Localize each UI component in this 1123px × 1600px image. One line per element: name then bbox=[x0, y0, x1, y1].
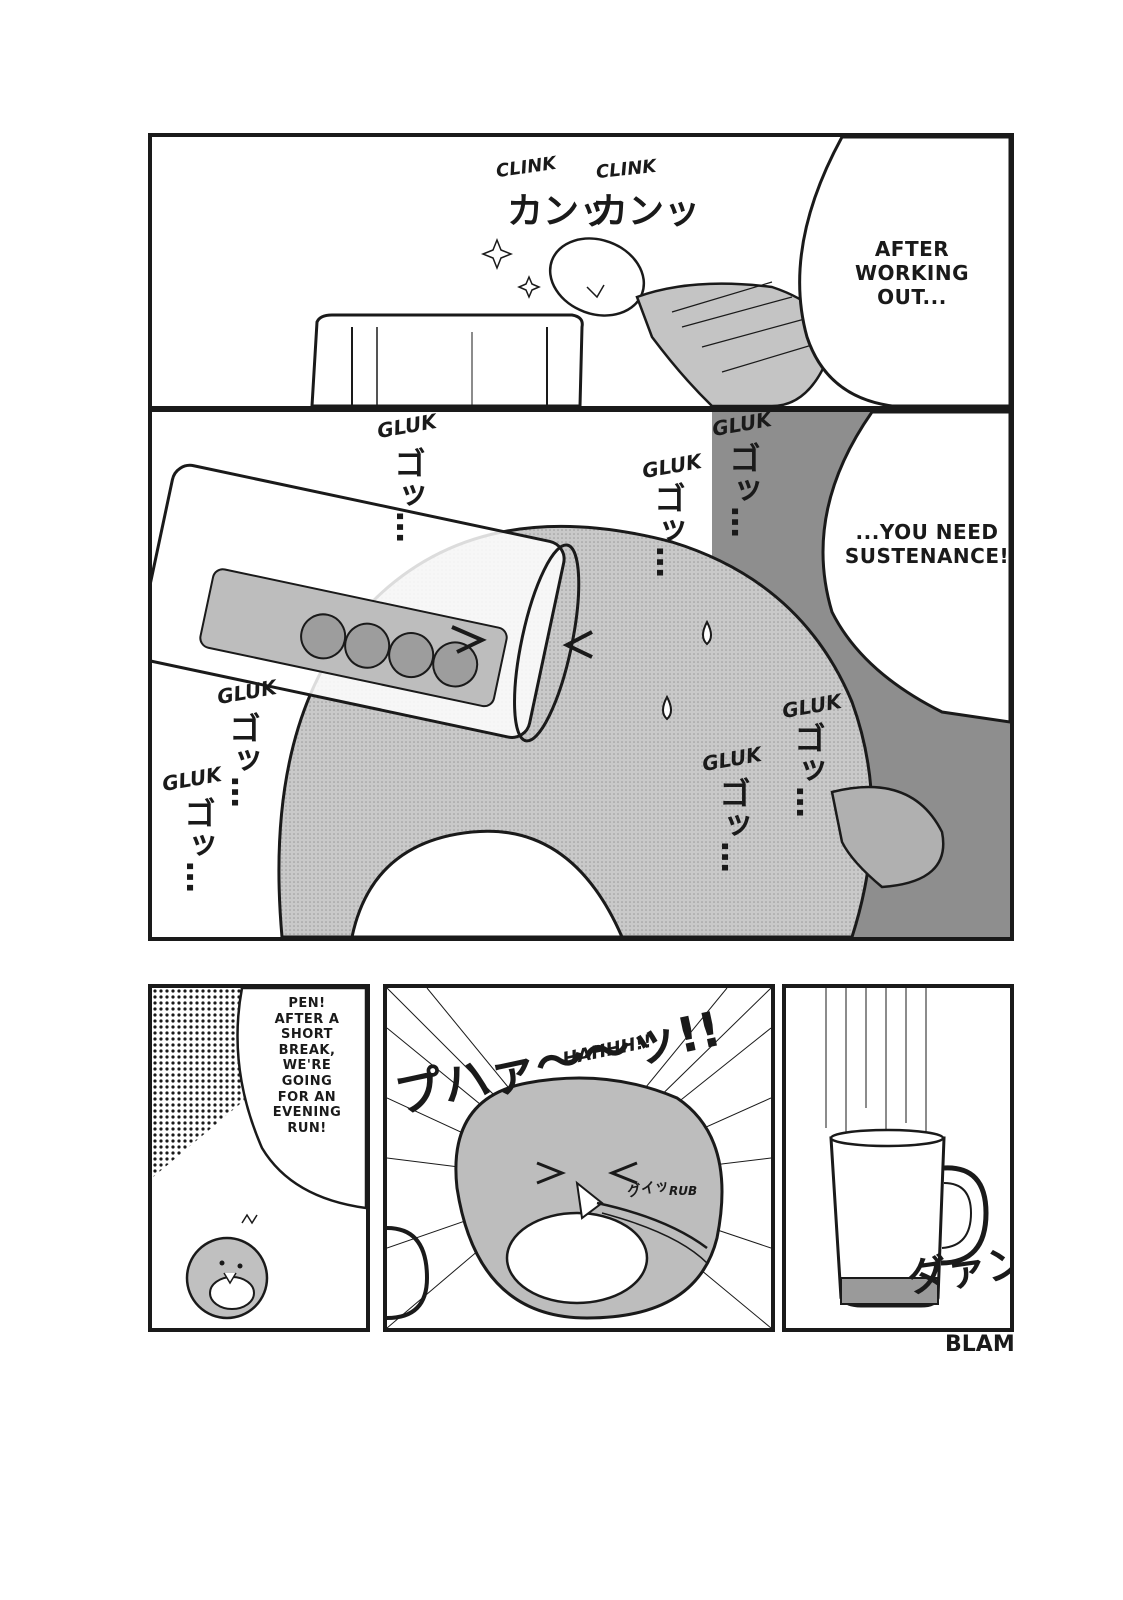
panel-1-art bbox=[310, 137, 1010, 406]
gulp-jp-2: ゴッ… bbox=[649, 482, 687, 578]
panel-4: プハァ〜〜ッ!! HAHHH!! グイッ RUB bbox=[383, 984, 775, 1332]
speech-after-working-out: AFTER WORKING OUT... bbox=[854, 237, 970, 309]
gulp-jp-5: ゴッ… bbox=[179, 797, 217, 893]
gulp-jp-4: ゴッ… bbox=[224, 712, 262, 808]
panel-1: CLINK CLINK カンッ カンッ AFTER WORKING OUT... bbox=[148, 133, 1014, 410]
speech-you-need-sustenance: ...YOU NEED SUSTENANCE! bbox=[844, 520, 1010, 568]
panel-5: ダァン bbox=[782, 984, 1014, 1332]
panel-4-art bbox=[387, 988, 771, 1328]
gulp-jp-7: ゴッ… bbox=[714, 777, 752, 873]
clink-jp-2: カンッ bbox=[592, 191, 701, 232]
rub-sfx: RUB bbox=[669, 1184, 698, 1198]
gulp-jp-1: ゴッ… bbox=[389, 447, 427, 543]
panel-2: ...YOU NEED SUSTENANCE! GLUK ゴッ… GLUK ゴッ… bbox=[148, 408, 1014, 941]
panel-3: PEN! AFTER A SHORT BREAK, WE'RE GOING FO… bbox=[148, 984, 370, 1332]
blam-sfx: BLAM bbox=[945, 1332, 1015, 1357]
panel-2-art bbox=[152, 412, 1010, 937]
speech-pen-evening-run: PEN! AFTER A SHORT BREAK, WE'RE GOING FO… bbox=[272, 996, 342, 1136]
gulp-jp-3: ゴッ… bbox=[724, 442, 762, 538]
panel-3-art bbox=[152, 988, 366, 1320]
clink-jp-1: カンッ bbox=[507, 191, 616, 232]
panel-5-art bbox=[825, 988, 989, 1308]
gulp-jp-6: ゴッ… bbox=[789, 722, 827, 818]
